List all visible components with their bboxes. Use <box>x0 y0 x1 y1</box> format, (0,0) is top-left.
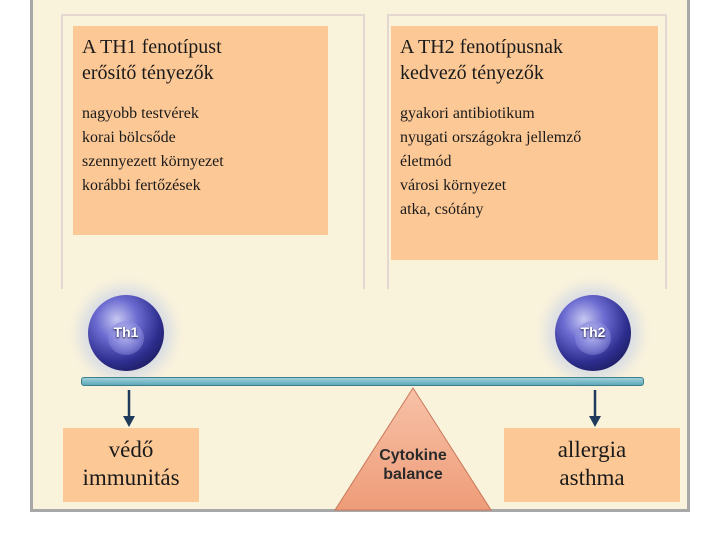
fulcrum-label-line-1: Cytokine <box>379 447 447 464</box>
right-factor-item: nyugati országokra jellemző <box>400 126 649 150</box>
left-factors-panel: A TH1 fenotípust erősítő tényezők nagyob… <box>73 26 328 235</box>
left-factor-item: szennyezett környezet <box>82 150 319 174</box>
left-factor-item: korai bölcsőde <box>82 126 319 150</box>
th1-cell-icon: Th1 <box>88 295 164 371</box>
th2-cell-label: Th2 <box>555 324 631 340</box>
left-outcome-line: immunitás <box>63 464 199 492</box>
left-panel-title-line: erősítő tényezők <box>82 60 319 86</box>
right-down-arrow-icon <box>588 390 602 428</box>
left-down-arrow-icon <box>122 390 136 428</box>
right-factors-panel: A TH2 fenotípusnak kedvező tényezők gyak… <box>391 26 658 260</box>
right-outcome-line: allergia <box>504 436 680 464</box>
diagram-figure: A TH1 fenotípust erősítő tényezők nagyob… <box>30 0 690 512</box>
protective-immunity-box: védő immunitás <box>63 428 199 502</box>
left-outcome-line: védő <box>63 436 199 464</box>
right-panel-title: A TH2 fenotípusnak kedvező tényezők <box>400 34 649 86</box>
right-factor-item: gyakori antibiotikum <box>400 102 649 126</box>
th2-cell-icon: Th2 <box>555 295 631 371</box>
th1-cell-label: Th1 <box>88 324 164 340</box>
cytokine-balance-fulcrum: Cytokine balance <box>333 386 493 512</box>
left-panel-title: A TH1 fenotípust erősítő tényezők <box>82 34 319 86</box>
left-factor-item: korábbi fertőzések <box>82 174 319 198</box>
right-factor-item: városi környezet <box>400 174 649 198</box>
right-factor-item: életmód <box>400 150 649 174</box>
right-outcome-line: asthma <box>504 464 680 492</box>
right-factor-item: atka, csótány <box>400 198 649 222</box>
right-panel-title-line: kedvező tényezők <box>400 60 649 86</box>
fulcrum-label-line-2: balance <box>383 466 443 483</box>
left-factor-item: nagyobb testvérek <box>82 102 319 126</box>
balance-beam <box>81 377 644 386</box>
allergy-asthma-box: allergia asthma <box>504 428 680 502</box>
right-panel-title-line: A TH2 fenotípusnak <box>400 34 649 60</box>
left-panel-title-line: A TH1 fenotípust <box>82 34 319 60</box>
